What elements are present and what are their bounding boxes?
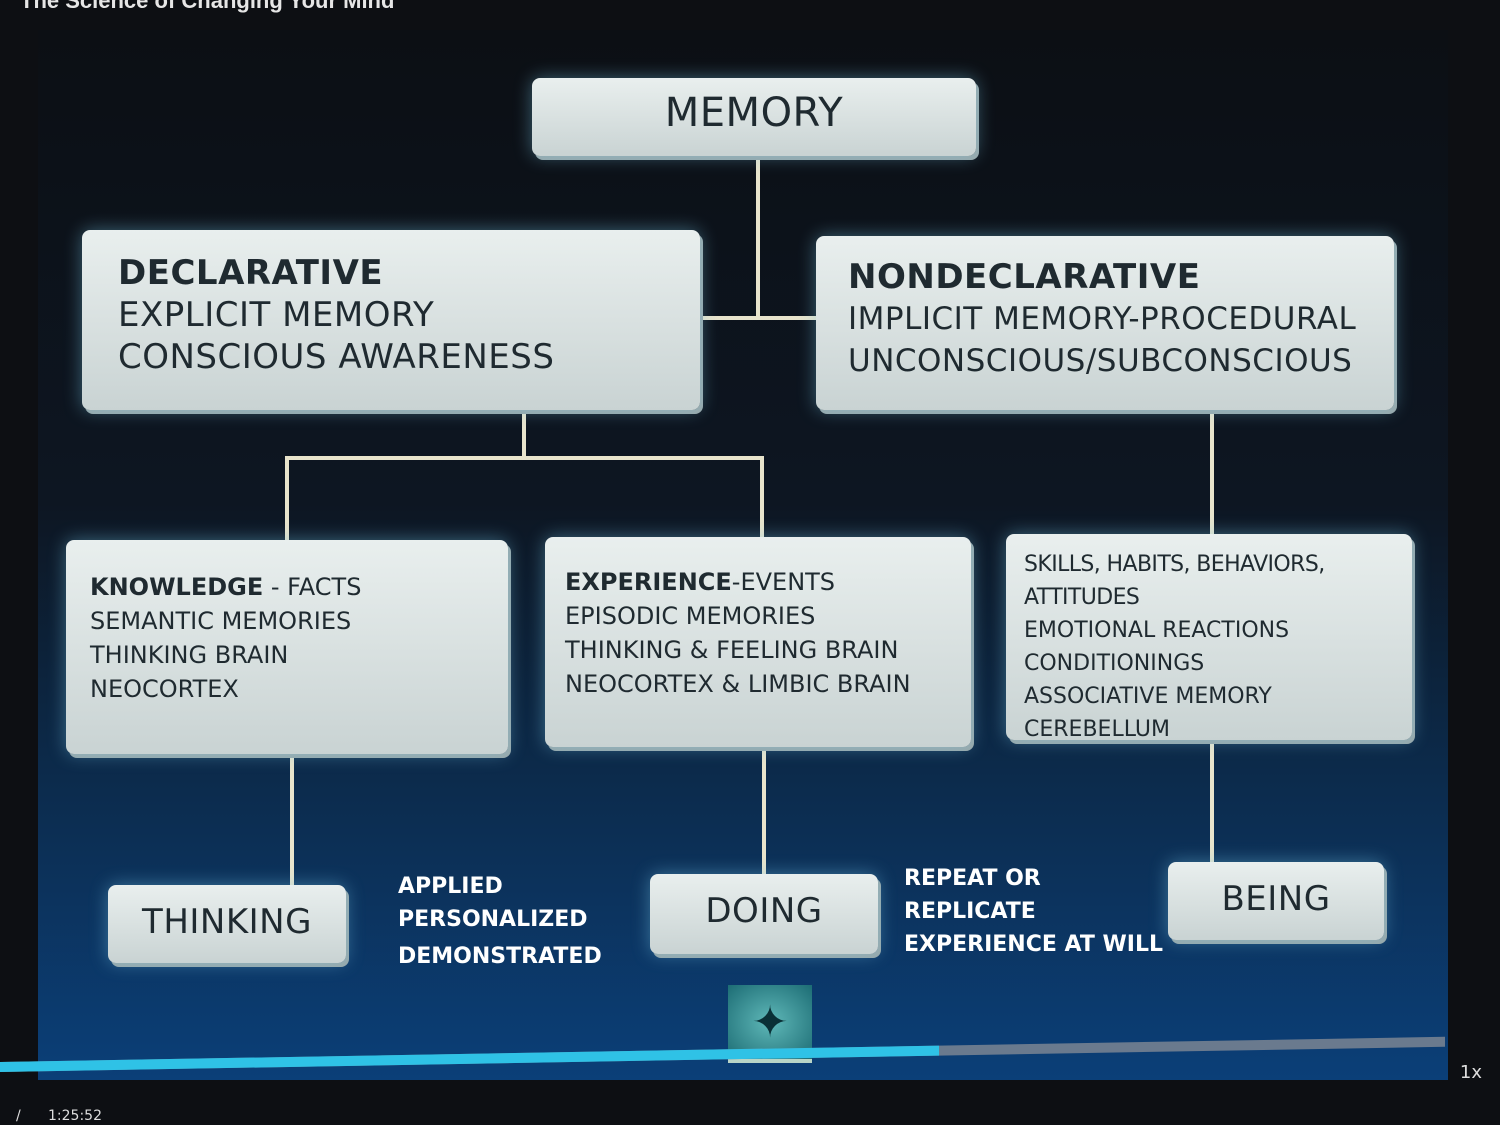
knowledge-line: THINKING BRAIN: [90, 641, 289, 669]
time-separator: /: [16, 1108, 21, 1124]
nondeclarative-line: IMPLICIT MEMORY-PROCEDURAL: [848, 301, 1357, 337]
playback-speed-button[interactable]: 1x: [1459, 1062, 1482, 1083]
experience-line: EPISODIC MEMORIES: [565, 602, 816, 630]
knowledge-line: SEMANTIC MEMORIES: [90, 607, 352, 635]
declarative-line: CONSCIOUS AWARENESS: [118, 337, 555, 377]
experience-line: NEOCORTEX & LIMBIC BRAIN: [565, 670, 911, 698]
skills-line: CEREBELLUM: [1024, 717, 1170, 742]
thinking-box: THINKING: [108, 885, 346, 963]
being-label: BEING: [1221, 879, 1331, 919]
connector: [285, 456, 763, 460]
knowledge-box: KNOWLEDGE - FACTS SEMANTIC MEMORIES THIN…: [66, 540, 508, 754]
skills-line: ASSOCIATIVE MEMORY: [1024, 684, 1272, 709]
connector: [1210, 740, 1214, 862]
connector: [700, 316, 818, 320]
declarative-line: EXPLICIT MEMORY: [118, 295, 435, 335]
thinking-label: THINKING: [142, 902, 312, 942]
current-time: 1:25:52: [48, 1108, 102, 1124]
connector: [756, 158, 760, 318]
declarative-title: DECLARATIVE: [118, 253, 384, 293]
video-title: The Science of Changing Your Mind: [20, 0, 395, 13]
nondeclarative-box: NONDECLARATIVE IMPLICIT MEMORY-PROCEDURA…: [816, 236, 1394, 410]
skills-line: EMOTIONAL REACTIONS: [1024, 618, 1290, 643]
experience-title: EXPERIENCE: [565, 568, 732, 596]
connector: [760, 456, 764, 540]
connector: [285, 456, 289, 542]
doing-box: DOING: [650, 874, 878, 954]
connector: [1210, 410, 1214, 538]
connector: [290, 755, 294, 885]
knowledge-suffix: - FACTS: [263, 573, 362, 601]
declarative-box: DECLARATIVE EXPLICIT MEMORY CONSCIOUS AW…: [82, 230, 700, 410]
nondeclarative-line: UNCONSCIOUS/SUBCONSCIOUS: [848, 343, 1353, 379]
being-box: BEING: [1168, 862, 1384, 940]
memory-label: MEMORY: [664, 90, 844, 136]
skills-box: SKILLS, HABITS, BEHAVIORS, ATTITUDES EMO…: [1006, 534, 1412, 742]
experience-suffix: -EVENTS: [731, 568, 836, 596]
doing-label: DOING: [705, 891, 823, 931]
memory-box: MEMORY: [532, 78, 976, 156]
nondeclarative-title: NONDECLARATIVE: [848, 257, 1201, 297]
knowledge-line: NEOCORTEX: [90, 675, 239, 703]
experience-line: THINKING & FEELING BRAIN: [565, 636, 899, 664]
connector: [522, 410, 526, 458]
connector: [762, 748, 766, 874]
skills-line: CONDITIONINGS: [1024, 651, 1205, 676]
knowledge-title: KNOWLEDGE: [90, 573, 264, 601]
experience-box: EXPERIENCE-EVENTS EPISODIC MEMORIES THIN…: [545, 537, 971, 747]
skills-line: SKILLS, HABITS, BEHAVIORS, ATTITUDES: [1024, 552, 1325, 610]
